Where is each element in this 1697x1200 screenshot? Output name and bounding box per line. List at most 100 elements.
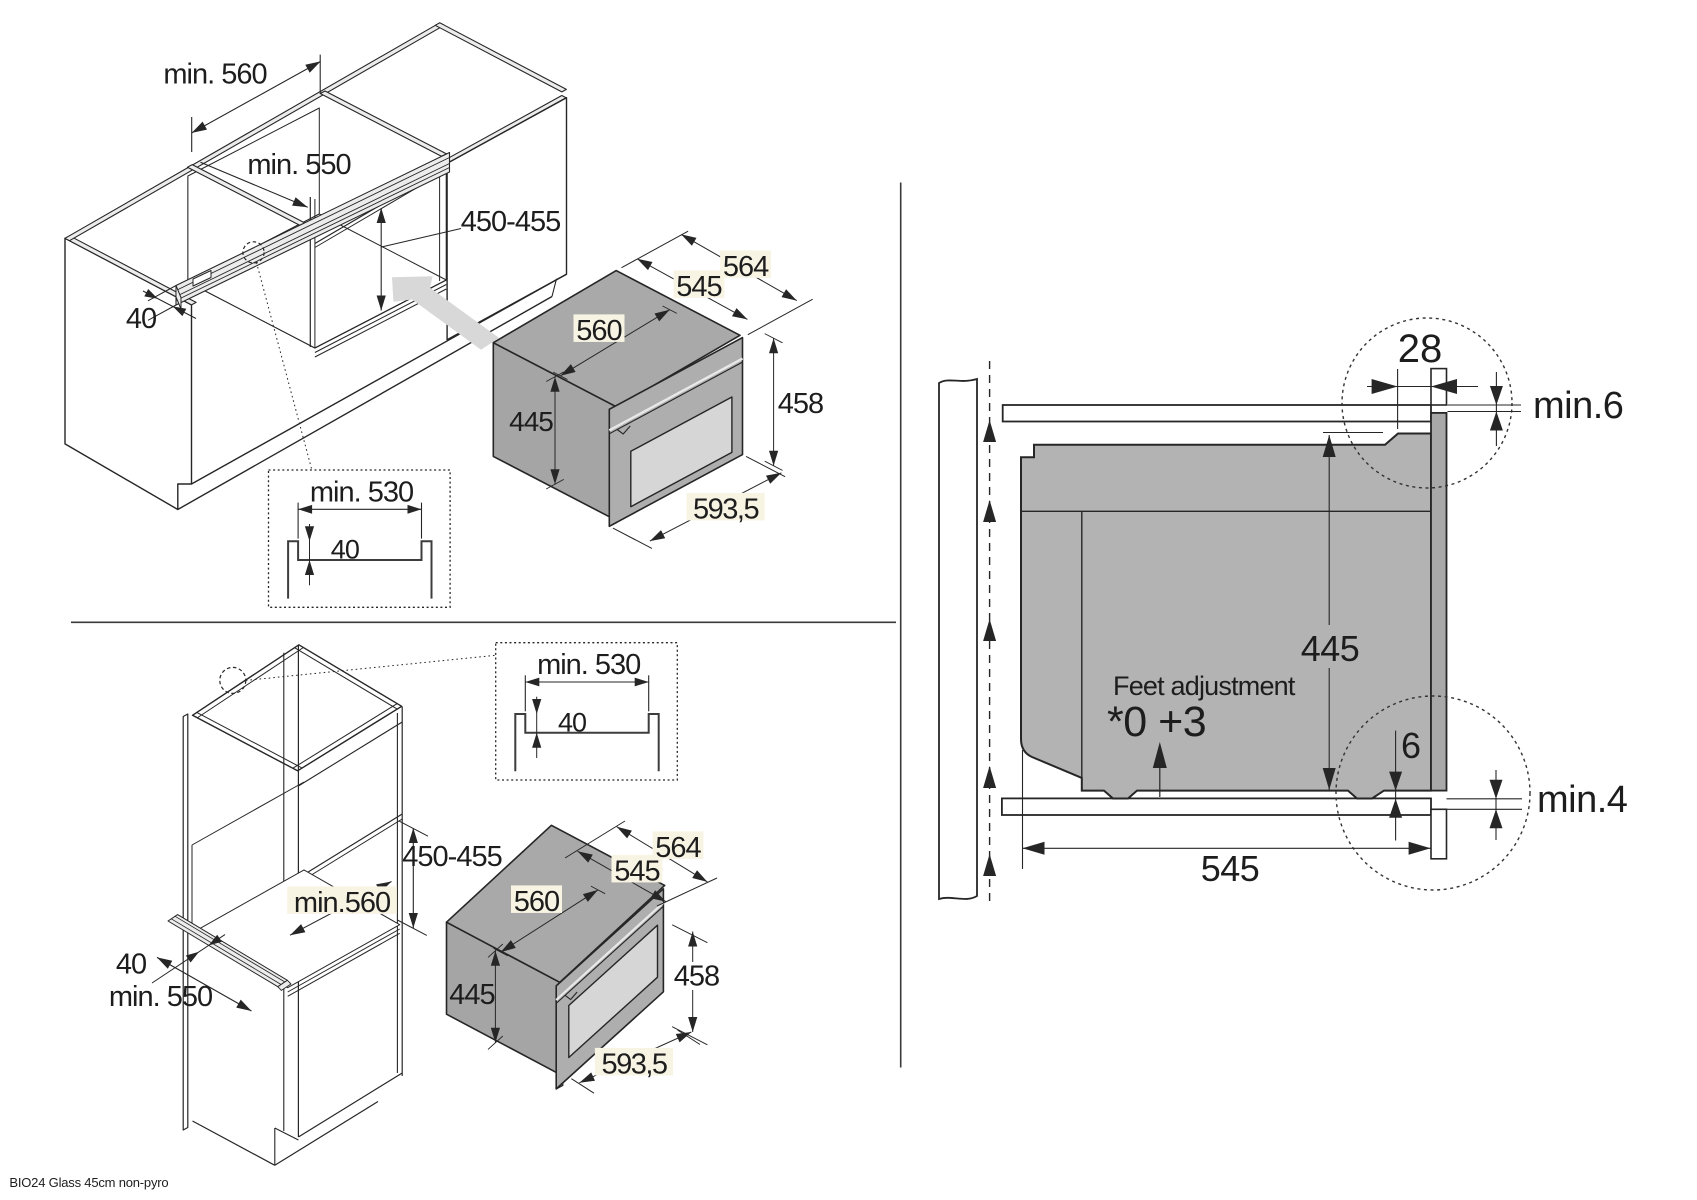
arrowhead xyxy=(732,308,748,320)
tall-rail-end xyxy=(277,979,292,991)
arrowhead xyxy=(490,950,500,966)
feet-arrowhead xyxy=(1152,742,1167,768)
arrowhead xyxy=(525,677,540,687)
dim-label-min6: min.6 xyxy=(1533,385,1623,427)
dim-label-560_bot: 560 xyxy=(514,886,559,918)
oven-bottom-dimensions xyxy=(487,820,718,1094)
detail-box-top xyxy=(267,469,451,608)
oven-handle-groove xyxy=(609,361,743,435)
arrowhead xyxy=(1389,798,1403,818)
tick-458 xyxy=(764,333,783,344)
label-bg-545_bot xyxy=(611,854,663,883)
oven-handle-groove xyxy=(555,905,664,1004)
arrowhead xyxy=(1389,771,1403,791)
arrowhead xyxy=(681,234,697,246)
arrowhead xyxy=(1489,809,1503,829)
tick-445b xyxy=(487,943,504,958)
arrowhead xyxy=(532,699,542,714)
ext-40-front xyxy=(147,304,177,321)
dim-label-458_bot: 458 xyxy=(674,960,719,992)
arrowhead xyxy=(298,504,313,514)
leader-450455 xyxy=(381,228,462,248)
rail-line-2 xyxy=(175,163,450,297)
dim-label-445_r: 445 xyxy=(1301,628,1360,669)
label-bg-545_top xyxy=(673,270,725,298)
tall-niche-top-2 xyxy=(298,818,403,884)
airflow-arrow xyxy=(983,619,997,641)
dim-label-feet: Feet adjustment xyxy=(1113,671,1296,701)
oven-fascia-profile xyxy=(1430,411,1448,792)
ext-5935b-l xyxy=(571,1078,595,1094)
dim-label-28: 28 xyxy=(1398,327,1443,371)
detail-leader-top xyxy=(256,262,313,470)
tall-floor-edge3 xyxy=(287,932,400,997)
arrowhead xyxy=(1489,411,1503,431)
arrowhead xyxy=(376,208,386,223)
arrowhead xyxy=(692,870,708,882)
dim-label-450455_bot: 450-455 xyxy=(402,841,501,873)
top-shelf xyxy=(1001,404,1432,423)
arrowhead xyxy=(157,957,173,969)
dim-label-545_top: 545 xyxy=(676,271,721,303)
tall-cabinet-dimensions xyxy=(151,820,429,1012)
rail-profile xyxy=(514,713,660,772)
oven-door-glass xyxy=(630,396,733,508)
dim-label-40_box_top: 40 xyxy=(331,535,359,565)
tall-bottom-front-edge xyxy=(298,1072,403,1138)
ext-oven-front xyxy=(747,298,813,336)
label-bg-564_bot xyxy=(652,831,704,859)
arrowhead xyxy=(550,376,560,392)
arrowhead xyxy=(649,530,666,542)
tall-niche-backtop-edge xyxy=(191,781,305,846)
dim-label-458_top: 458 xyxy=(778,388,823,420)
ext-5935-l xyxy=(612,527,653,549)
rail-line-3 xyxy=(175,167,450,301)
oven-door-glass xyxy=(568,924,659,1059)
arrowhead xyxy=(781,289,797,301)
side-wall-panel xyxy=(938,377,978,901)
arrowhead xyxy=(634,677,649,687)
detail-box-border xyxy=(495,642,678,781)
tall-floor-edge2 xyxy=(287,928,400,993)
tick-458 xyxy=(764,460,783,471)
detail-box-border xyxy=(267,469,451,608)
arrowhead xyxy=(490,1027,500,1043)
arrowhead xyxy=(185,951,200,963)
detail-leader-bottom xyxy=(245,654,496,681)
arrowhead xyxy=(654,309,670,322)
tall-rail-line1 xyxy=(171,918,282,985)
ext-5935b-r xyxy=(677,1029,701,1045)
tall-band-right xyxy=(294,647,398,710)
dim-label-min550_bot: min. 550 xyxy=(109,981,212,1013)
dim-label-min4: min.4 xyxy=(1537,779,1628,821)
dim-label-40_bot: 40 xyxy=(116,949,146,981)
dim-label-min530_bot: min. 530 xyxy=(537,649,640,681)
label-bg-min560_bot xyxy=(287,886,397,914)
oven-handle-notch xyxy=(564,991,578,1001)
dim-min550-b xyxy=(156,956,252,1012)
tick-560 xyxy=(662,305,678,314)
arrowhead xyxy=(376,295,386,311)
dim-560-b xyxy=(500,889,599,953)
tall-top-face xyxy=(191,644,403,772)
arrowhead xyxy=(616,826,632,839)
arrowhead xyxy=(1489,779,1503,799)
arrowhead xyxy=(1322,435,1336,457)
right-cabinet-side-band xyxy=(434,22,567,93)
tall-plinth-step xyxy=(274,1127,299,1141)
arrowhead xyxy=(304,560,315,575)
dim-label-min560_top: min. 560 xyxy=(163,59,266,91)
oven-handle-groove-light xyxy=(608,357,744,432)
dim-label-6: 6 xyxy=(1401,725,1421,766)
tick-560 xyxy=(553,371,568,380)
arrowhead xyxy=(582,889,598,902)
tall-band-back xyxy=(196,647,304,719)
airflow-arrow xyxy=(983,420,997,442)
ext-ovenb-2 xyxy=(656,877,718,907)
base-cabinet-diagram xyxy=(64,22,568,511)
label-bg-564_top xyxy=(720,250,772,278)
arrowhead xyxy=(500,940,516,953)
tick-450455b-bot xyxy=(397,919,428,936)
arrowhead xyxy=(191,121,207,133)
